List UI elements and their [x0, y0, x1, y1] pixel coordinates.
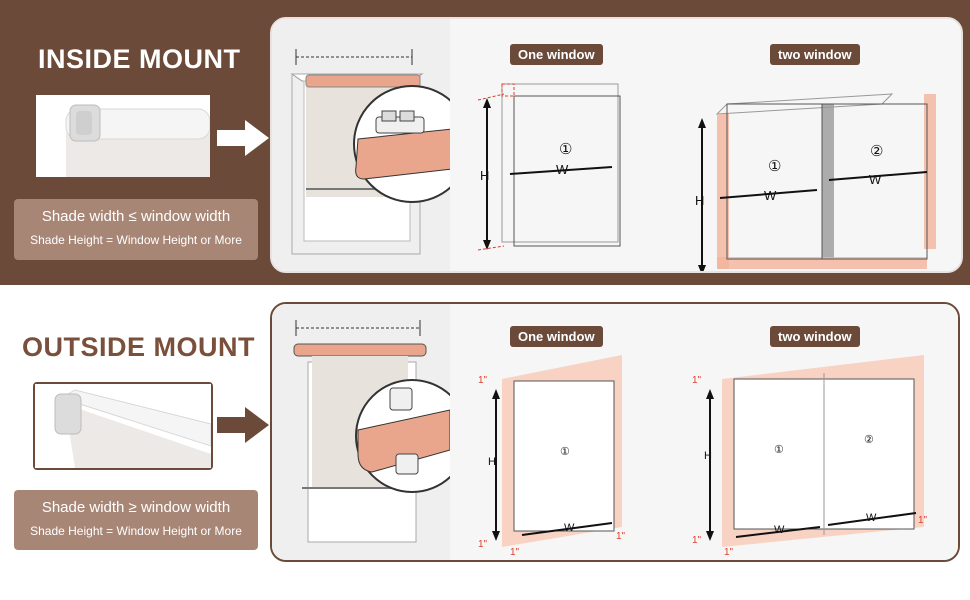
inside-two-w-label-2: W — [869, 172, 882, 187]
inside-height-rule: Shade Height = Window Height or More — [30, 233, 242, 247]
inside-two-window-badge: two window — [770, 44, 860, 65]
inside-two-window-marker-2: ② — [870, 143, 883, 160]
outside-mount-title: OUTSIDE MOUNT — [22, 332, 255, 362]
outside-one-top-inch: 1" — [478, 375, 488, 386]
outside-mount-note: Shade width ≥ window width Shade Height … — [14, 490, 258, 550]
outside-two-w-label-1: W — [774, 524, 785, 536]
outside-width-rule: Shade width ≥ window width — [41, 499, 231, 516]
outside-mount-shade-photo — [33, 382, 213, 470]
inside-two-h-label: H — [695, 193, 704, 208]
outside-two-h-label: H — [704, 450, 712, 462]
inside-two-window-marker-1: ① — [768, 158, 781, 175]
outside-two-top-inch: 1" — [692, 375, 702, 386]
outside-one-bottom-inch: 1" — [478, 539, 488, 550]
outside-mount-diagram-panel: One window two window H 1" 1" 1" 1" ① W … — [270, 302, 960, 562]
inside-width-rule: Shade width ≤ window width — [41, 208, 231, 225]
inside-measure-diagram: H ① W H ① ② W W — [477, 83, 936, 271]
inside-two-w-label-1: W — [764, 188, 777, 203]
outside-height-rule: Shade Height = Window Height or More — [30, 524, 242, 538]
outside-one-w-label: W — [564, 522, 575, 534]
outside-two-right-inch: 1" — [918, 515, 928, 526]
outside-two-window-badge: two window — [770, 326, 860, 347]
inside-one-h-label: H — [480, 168, 489, 183]
outside-two-w-label-2: W — [866, 512, 877, 524]
outside-one-left-inch: 1" — [510, 547, 520, 558]
inside-shade-illustration — [272, 19, 471, 271]
outside-one-window-marker: ① — [560, 446, 570, 458]
outside-two-bottom-inch: 1" — [692, 535, 702, 546]
outside-one-window-badge: One window — [510, 326, 603, 347]
inside-one-window-badge: One window — [510, 44, 603, 65]
inside-mount-note: Shade width ≤ window width Shade Height … — [14, 199, 258, 260]
outside-arrow-icon — [217, 407, 269, 443]
inside-mount-title: INSIDE MOUNT — [38, 44, 241, 74]
outside-two-left-inch: 1" — [724, 547, 734, 558]
outside-one-h-label: H — [488, 456, 496, 468]
outside-two-window-marker-1: ① — [774, 444, 784, 456]
inside-arrow-icon — [217, 120, 269, 156]
outside-shade-illustration — [272, 304, 469, 560]
outside-two-window-marker-2: ② — [864, 434, 874, 446]
inside-one-window-marker: ① — [559, 141, 572, 158]
outside-one-right-inch: 1" — [616, 531, 626, 542]
inside-mount-shade-photo — [36, 95, 211, 177]
inside-mount-diagram-panel: One window two window H ① W H ① ② W W — [270, 17, 963, 273]
outside-measure-diagram: H 1" 1" 1" 1" ① W H 1" 1" 1" 1" ① ② W W — [478, 355, 928, 558]
inside-one-w-label: W — [556, 162, 569, 177]
